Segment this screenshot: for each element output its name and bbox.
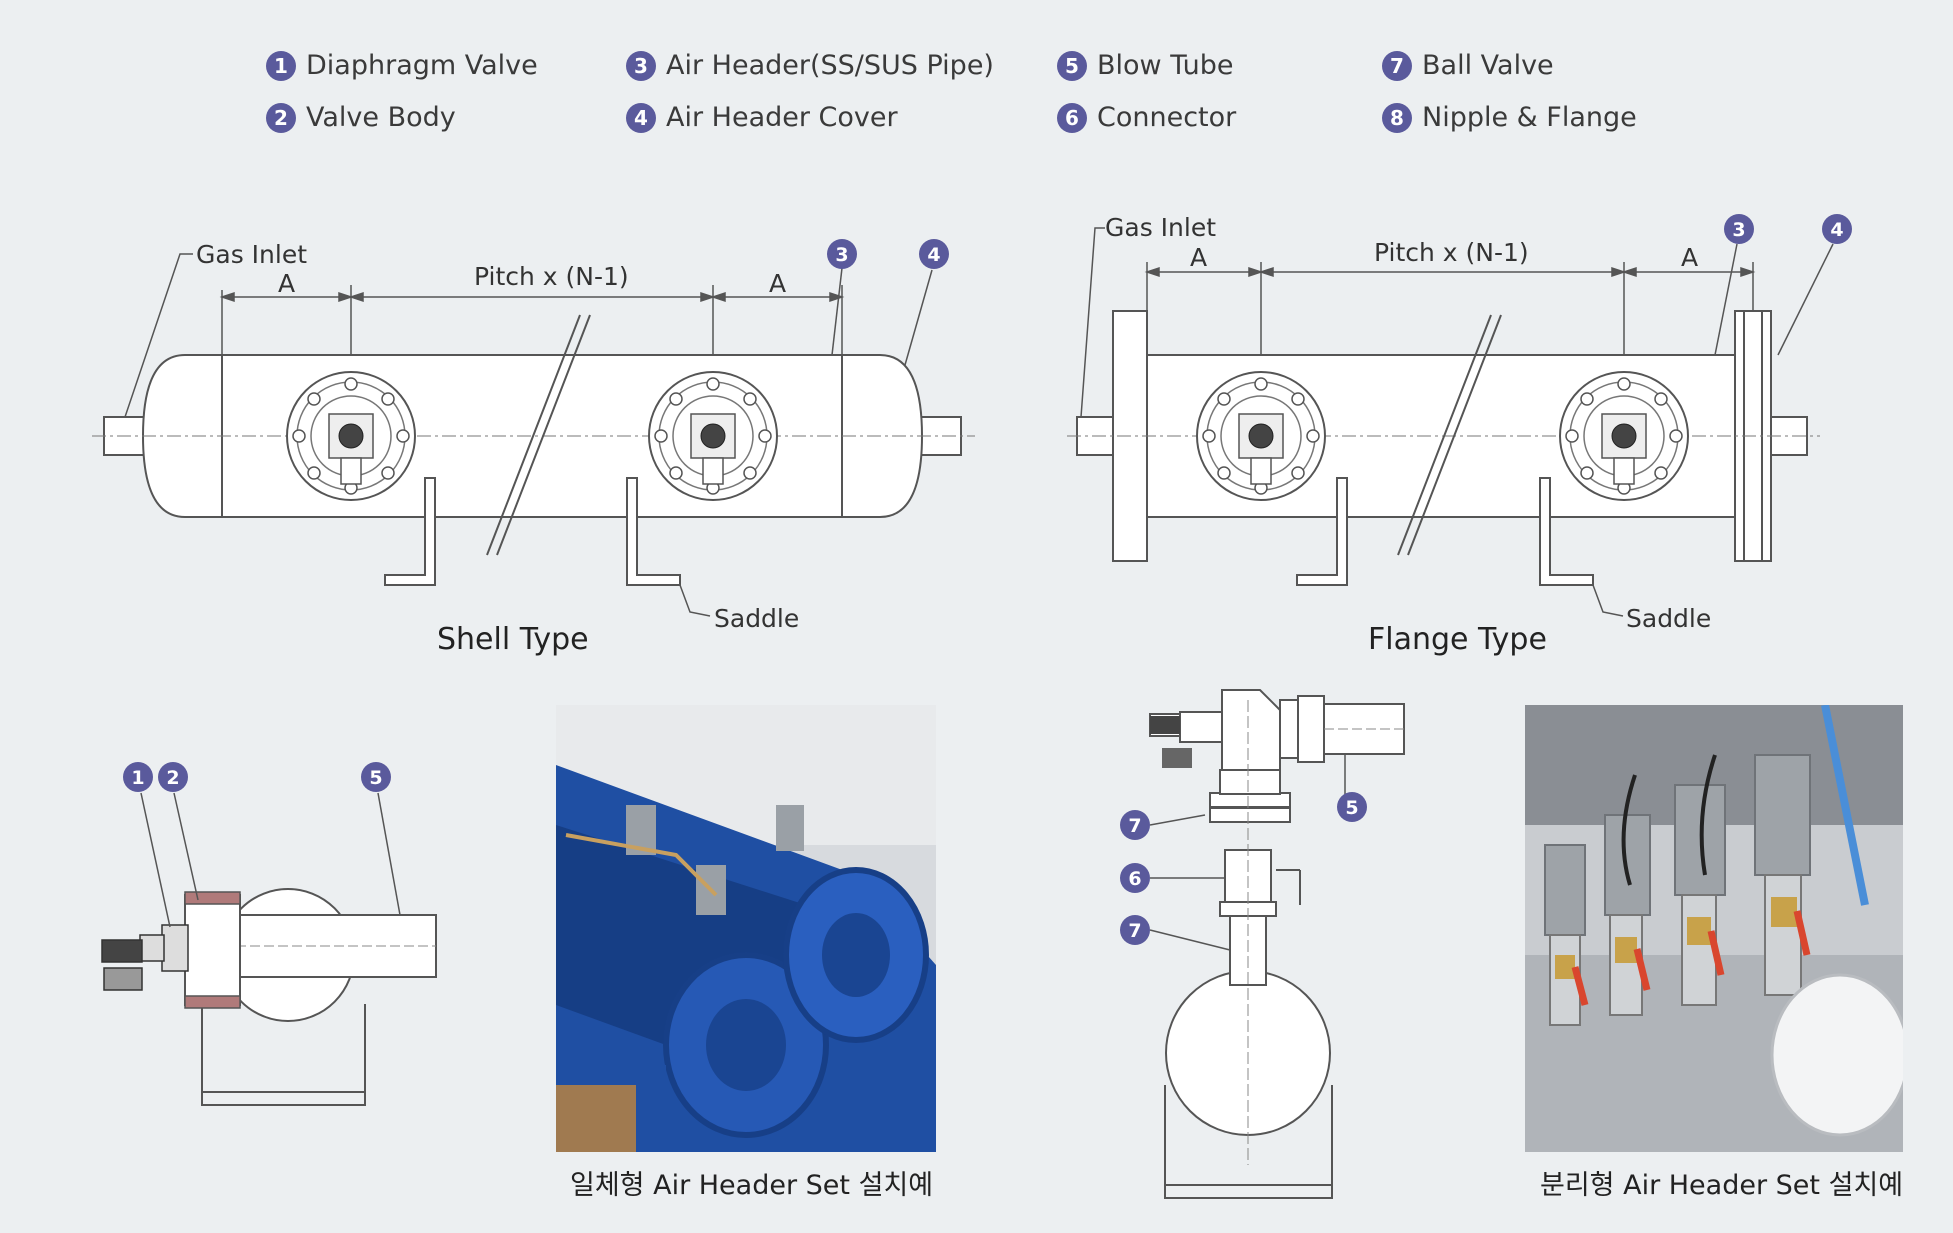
flange-callout-4: 4	[1830, 219, 1843, 241]
legend-label: Nipple & Flange	[1422, 102, 1637, 133]
side-left-callout-badge	[158, 762, 188, 792]
side-right-callout-6: 6	[1128, 868, 1141, 890]
flange-callout-badge	[1724, 214, 1754, 244]
legend-item-ball-valve: 7 Ball Valve	[1382, 50, 1554, 81]
side-right-callout-badge	[1337, 792, 1367, 822]
photo-separated-air-header	[1525, 705, 1903, 1152]
shell-callout-badge	[919, 239, 949, 269]
side-view-flange: 7 6 7 5	[1120, 689, 1405, 1199]
integrated-air-header-image	[556, 705, 936, 1152]
legend-item-valve-body: 2 Valve Body	[266, 102, 456, 133]
side-left-callout-badge	[361, 762, 391, 792]
shell-gas-inlet-label: Gas Inlet	[196, 240, 307, 269]
legend-item-diaphragm-valve: 1 Diaphragm Valve	[266, 50, 538, 81]
legend-badge: 8	[1382, 102, 1412, 133]
side-right-callout-badge	[1120, 810, 1150, 840]
caption-integrated: 일체형 Air Header Set 설치예	[570, 1170, 934, 1201]
separated-air-header-image	[1525, 705, 1903, 1152]
legend-item-air-header-cover: 4 Air Header Cover	[626, 102, 898, 133]
legend-label: Air Header Cover	[666, 102, 898, 133]
side-right-callout-7a: 7	[1128, 815, 1141, 837]
shell-type-drawing: Gas Inlet A Pitch x (N-1) A Saddle 3 4	[92, 239, 975, 633]
side-right-callout-badge	[1120, 915, 1150, 945]
side-left-callout-1: 1	[131, 767, 144, 789]
flange-gas-inlet-label: Gas Inlet	[1105, 213, 1216, 242]
caption-separated: 분리형 Air Header Set 설치예	[1540, 1170, 1904, 1201]
shell-dim-a-left: A	[278, 269, 295, 298]
shell-saddle-label: Saddle	[714, 604, 799, 633]
side-left-callout-badge	[123, 762, 153, 792]
legend-label: Valve Body	[306, 102, 456, 133]
shell-callout-badge	[827, 239, 857, 269]
side-right-callout-5: 5	[1345, 797, 1358, 819]
photo-integrated-air-header	[556, 705, 936, 1152]
side-right-callout-badge	[1120, 863, 1150, 893]
legend-badge: 3	[626, 50, 656, 81]
shell-callout-4: 4	[927, 244, 940, 266]
legend-badge: 4	[626, 102, 656, 133]
legend-badge: 6	[1057, 102, 1087, 133]
flange-callout-3: 3	[1732, 219, 1745, 241]
legend-label: Diaphragm Valve	[306, 50, 538, 81]
legend-item-blow-tube: 5 Blow Tube	[1057, 50, 1233, 81]
flange-callout-badge	[1822, 214, 1852, 244]
legend-label: Blow Tube	[1097, 50, 1234, 81]
legend-label: Connector	[1097, 102, 1237, 133]
legend-item-air-header: 3 Air Header(SS/SUS Pipe)	[626, 50, 994, 81]
flange-saddle-label: Saddle	[1626, 604, 1711, 633]
legend-label: Ball Valve	[1422, 50, 1554, 81]
side-right-callout-7b: 7	[1128, 920, 1141, 942]
flange-dim-a-right: A	[1681, 243, 1698, 272]
side-left-callout-5: 5	[369, 767, 382, 789]
shell-dim-a-right: A	[769, 269, 786, 298]
shell-pitch-label: Pitch x (N-1)	[474, 262, 629, 291]
legend-item-nipple-flange: 8 Nipple & Flange	[1382, 102, 1637, 133]
legend-badge: 7	[1382, 50, 1412, 81]
shell-type-title: Shell Type	[437, 622, 589, 657]
flange-type-drawing: Gas Inlet A Pitch x (N-1) A Saddle 3 4	[1067, 213, 1852, 633]
flange-pitch-label: Pitch x (N-1)	[1374, 238, 1529, 267]
legend-badge: 1	[266, 50, 296, 81]
shell-callout-3: 3	[835, 244, 848, 266]
legend-badge: 2	[266, 102, 296, 133]
side-view-shell: 1 2 5	[101, 762, 437, 1106]
legend-item-connector: 6 Connector	[1057, 102, 1236, 133]
flange-dim-a-left: A	[1190, 243, 1207, 272]
legend-badge: 5	[1057, 50, 1087, 81]
flange-type-title: Flange Type	[1368, 622, 1547, 657]
side-left-callout-2: 2	[166, 767, 179, 789]
legend-label: Air Header(SS/SUS Pipe)	[666, 50, 994, 81]
